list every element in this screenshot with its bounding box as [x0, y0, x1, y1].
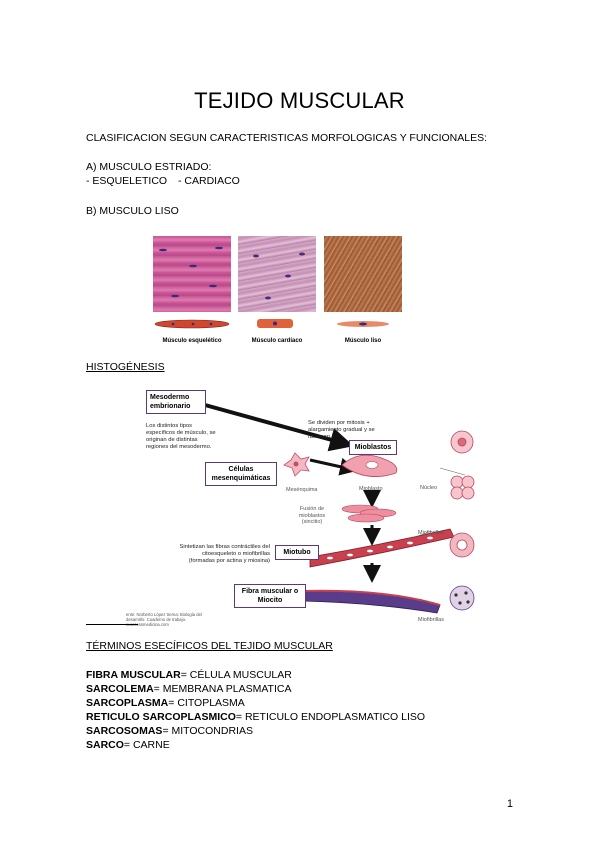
terms-heading: TÉRMINOS ESECÍFICOS DEL TEJIDO MUSCULAR [86, 640, 333, 652]
term-definition: = CÉLULA MUSCULAR [180, 669, 292, 681]
term: SARCOLEMA [86, 683, 154, 695]
note-origen: Los distintos tipos específicos de múscu… [146, 423, 216, 450]
diagram-graphics [204, 403, 475, 614]
term-definition: = MITOCONDRIAS [162, 725, 253, 737]
section-a-heading: A) MUSCULO ESTRIADO: [86, 161, 212, 173]
term-row: SARCOPLASMA= CITOPLASMA [86, 696, 425, 710]
term: RETICULO SARCOPLASMICO [86, 711, 236, 723]
skeletal-muscle-micrograph [153, 236, 231, 312]
term: SARCOPLASMA [86, 697, 169, 709]
histogenesis-heading: HISTOGÉNESIS [86, 361, 165, 373]
box-mioblastos: Mioblastos [349, 440, 397, 455]
caption-cardiac: Músculo cardíaco [251, 338, 303, 344]
term-row: SARCOLEMA= MEMBRANA PLASMATICA [86, 682, 425, 696]
page-number: 1 [506, 798, 513, 810]
box-celulas-mesenquimaticas: Células mesenquimáticas [205, 462, 277, 486]
cardiac-muscle-micrograph [238, 236, 316, 312]
label-fusion: Fusión de mioblastos (sincitio) [298, 506, 326, 525]
section-b-heading: B) MUSCULO LISO [86, 205, 179, 217]
term-definition: = MEMBRANA PLASMATICA [153, 683, 292, 695]
footnote-rule [86, 624, 138, 625]
box-miotubo: Miotubo [275, 545, 319, 560]
term-definition: = CARNE [123, 739, 170, 751]
smooth-muscle-micrograph [324, 236, 402, 312]
section-a-item: - ESQUELETICO [86, 175, 168, 187]
muscle-cell-drawings [154, 319, 389, 329]
label-mioblasto: Mioblasto [359, 486, 383, 492]
term-definition: = RETICULO ENDOPLASMATICO LISO [235, 711, 426, 723]
caption-skeletal: Músculo esquelético [162, 338, 222, 344]
section-a-item: - CARDIACO [178, 175, 240, 187]
caption-smooth: Músculo liso [344, 338, 382, 344]
classification-heading: CLASIFICACION SEGUN CARACTERISTICAS MORF… [86, 132, 488, 144]
note-dividen: Se dividen por mitosis + alargamiento gr… [308, 420, 375, 440]
term: SARCO [86, 739, 124, 751]
term-row: SARCOSOMAS= MITOCONDRIAS [86, 724, 425, 738]
term-row: RETICULO SARCOPLASMICO= RETICULO ENDOPLA… [86, 710, 425, 724]
note-sintetizan: Sintetizan las fibras contráctiles del c… [179, 544, 270, 564]
terms-list: FIBRA MUSCULAR= CÉLULA MUSCULAR SARCOLEM… [86, 668, 425, 752]
box-mesodermo: Mesodermo embrionario [146, 390, 206, 414]
label-nucleo: Núcleo [420, 485, 438, 491]
box-fibra-muscular: Fibra muscular o Miocito [234, 584, 306, 608]
term: FIBRA MUSCULAR [86, 669, 181, 681]
label-mesenquima: Mesénquima [286, 487, 318, 493]
label-miofibrillas-2: Miofibrillas [418, 617, 444, 623]
page-title: TEJIDO MUSCULAR [194, 88, 405, 113]
label-miofibrillas-1: Miofibrillas [418, 530, 444, 536]
term: SARCOSOMAS [86, 725, 163, 737]
term-definition: = CITOPLASMA [168, 697, 245, 709]
figure-source: ente: Norberto López Serna: Biología del… [126, 612, 202, 627]
term-row: FIBRA MUSCULAR= CÉLULA MUSCULAR [86, 668, 425, 682]
term-row: SARCO= CARNE [86, 738, 425, 752]
